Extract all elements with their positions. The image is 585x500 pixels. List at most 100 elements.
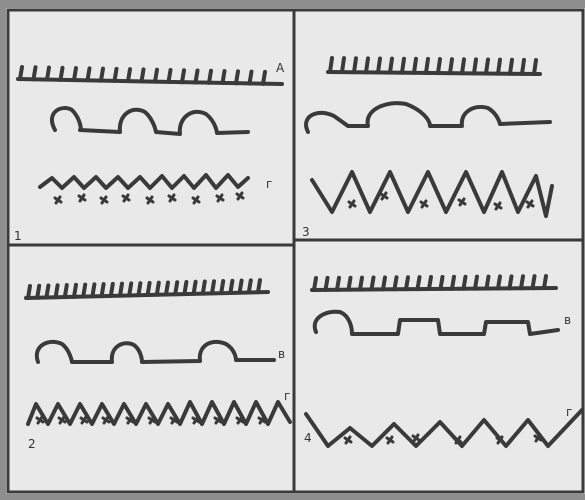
zigzag-mark (103, 417, 109, 423)
zigzag-mark (455, 437, 461, 443)
comb-tooth (184, 282, 186, 294)
comb-tooth (429, 277, 431, 289)
comb-tooth (544, 276, 546, 288)
zigzag-mark (81, 417, 87, 423)
zigzag-mark (459, 199, 465, 205)
zigzag-mark (171, 417, 177, 423)
comb-tooth (20, 67, 22, 79)
comb-tooth (61, 68, 63, 80)
comb-tooth (169, 70, 171, 82)
zigzag-mark (259, 417, 265, 423)
panel-4-number: 4 (304, 431, 312, 445)
comb-tooth (37, 286, 39, 298)
comb-tooth (194, 282, 196, 294)
comb-tooth (115, 69, 117, 81)
comb-tooth (366, 58, 368, 72)
zigzag-mark (193, 417, 199, 423)
comb-tooth (314, 278, 316, 290)
comb-tooth (129, 283, 131, 295)
panel-2-number: 2 (28, 437, 36, 451)
zigzag-mark (349, 201, 355, 207)
comb-tooth (92, 284, 94, 296)
panel-4-row-2-letter: в (564, 313, 571, 327)
panel-1-row-3-letter: г (266, 177, 272, 191)
zigzag-mark (127, 417, 133, 423)
comb-tooth (230, 281, 232, 293)
zigzag-mark (421, 201, 427, 207)
panel-2-row-2-letter: в (278, 347, 285, 361)
comb-tooth (402, 59, 404, 73)
comb-tooth (498, 276, 500, 288)
comb-tooth (360, 278, 362, 290)
panel-4-comb-teeth (314, 276, 546, 290)
comb-tooth (378, 58, 380, 72)
zigzag-mark (527, 201, 533, 207)
comb-tooth (438, 59, 440, 73)
comb-tooth (390, 59, 392, 73)
comb-tooth (236, 71, 238, 83)
comb-tooth (46, 286, 48, 298)
comb-tooth (240, 281, 242, 293)
zigzag-mark (123, 195, 129, 201)
comb-tooth (372, 278, 374, 290)
comb-tooth (452, 277, 454, 289)
zigzag-mark (495, 203, 501, 209)
comb-tooth (349, 278, 351, 290)
comb-tooth (487, 277, 489, 289)
comb-tooth (418, 277, 420, 289)
comb-tooth (47, 68, 49, 80)
zigzag-mark (215, 417, 221, 423)
zigzag-mark (149, 417, 155, 423)
comb-tooth (464, 277, 466, 289)
comb-tooth (510, 276, 512, 288)
comb-tooth (533, 276, 535, 288)
comb-tooth (101, 69, 103, 81)
comb-tooth (263, 72, 265, 84)
comb-tooth (212, 281, 214, 293)
zigzag-mark (37, 417, 43, 423)
comb-tooth (74, 285, 76, 297)
comb-tooth (203, 282, 205, 294)
comb-tooth (209, 71, 211, 83)
comb-tooth (441, 277, 443, 289)
comb-tooth (249, 280, 251, 292)
comb-tooth (498, 60, 500, 74)
zigzag-mark (59, 417, 65, 423)
comb-tooth (155, 70, 157, 82)
comb-tooth (128, 69, 130, 81)
comb-tooth (383, 277, 385, 289)
comb-tooth (337, 278, 339, 290)
zigzag-mark (535, 435, 541, 441)
comb-tooth (221, 281, 223, 293)
zigzag-mark (217, 195, 223, 201)
comb-tooth (88, 68, 90, 80)
comb-tooth (521, 276, 523, 288)
panel-1-row-1-letter: А (276, 61, 285, 75)
comb-tooth (326, 278, 328, 290)
comb-tooth (74, 68, 76, 80)
comb-tooth (342, 58, 344, 72)
comb-tooth (462, 59, 464, 73)
comb-tooth (522, 60, 524, 74)
zigzag-mark (193, 197, 199, 203)
comb-tooth (148, 283, 150, 295)
panel-4-row-3-letter: г (566, 405, 572, 419)
comb-tooth (406, 277, 408, 289)
zigzag-mark (345, 437, 351, 443)
comb-tooth (102, 284, 104, 296)
comb-tooth (510, 60, 512, 74)
comb-tooth (395, 277, 397, 289)
comb-tooth (65, 285, 67, 297)
comb-tooth (83, 285, 85, 297)
zigzag-mark (497, 437, 503, 443)
comb-tooth (426, 59, 428, 73)
zigzag-mark (413, 435, 419, 441)
zigzag-mark (79, 195, 85, 201)
comb-tooth (175, 282, 177, 294)
comb-tooth (166, 282, 168, 294)
comb-tooth (250, 72, 252, 84)
comb-tooth (258, 280, 260, 292)
comb-tooth (330, 58, 332, 72)
comb-tooth (475, 277, 477, 289)
